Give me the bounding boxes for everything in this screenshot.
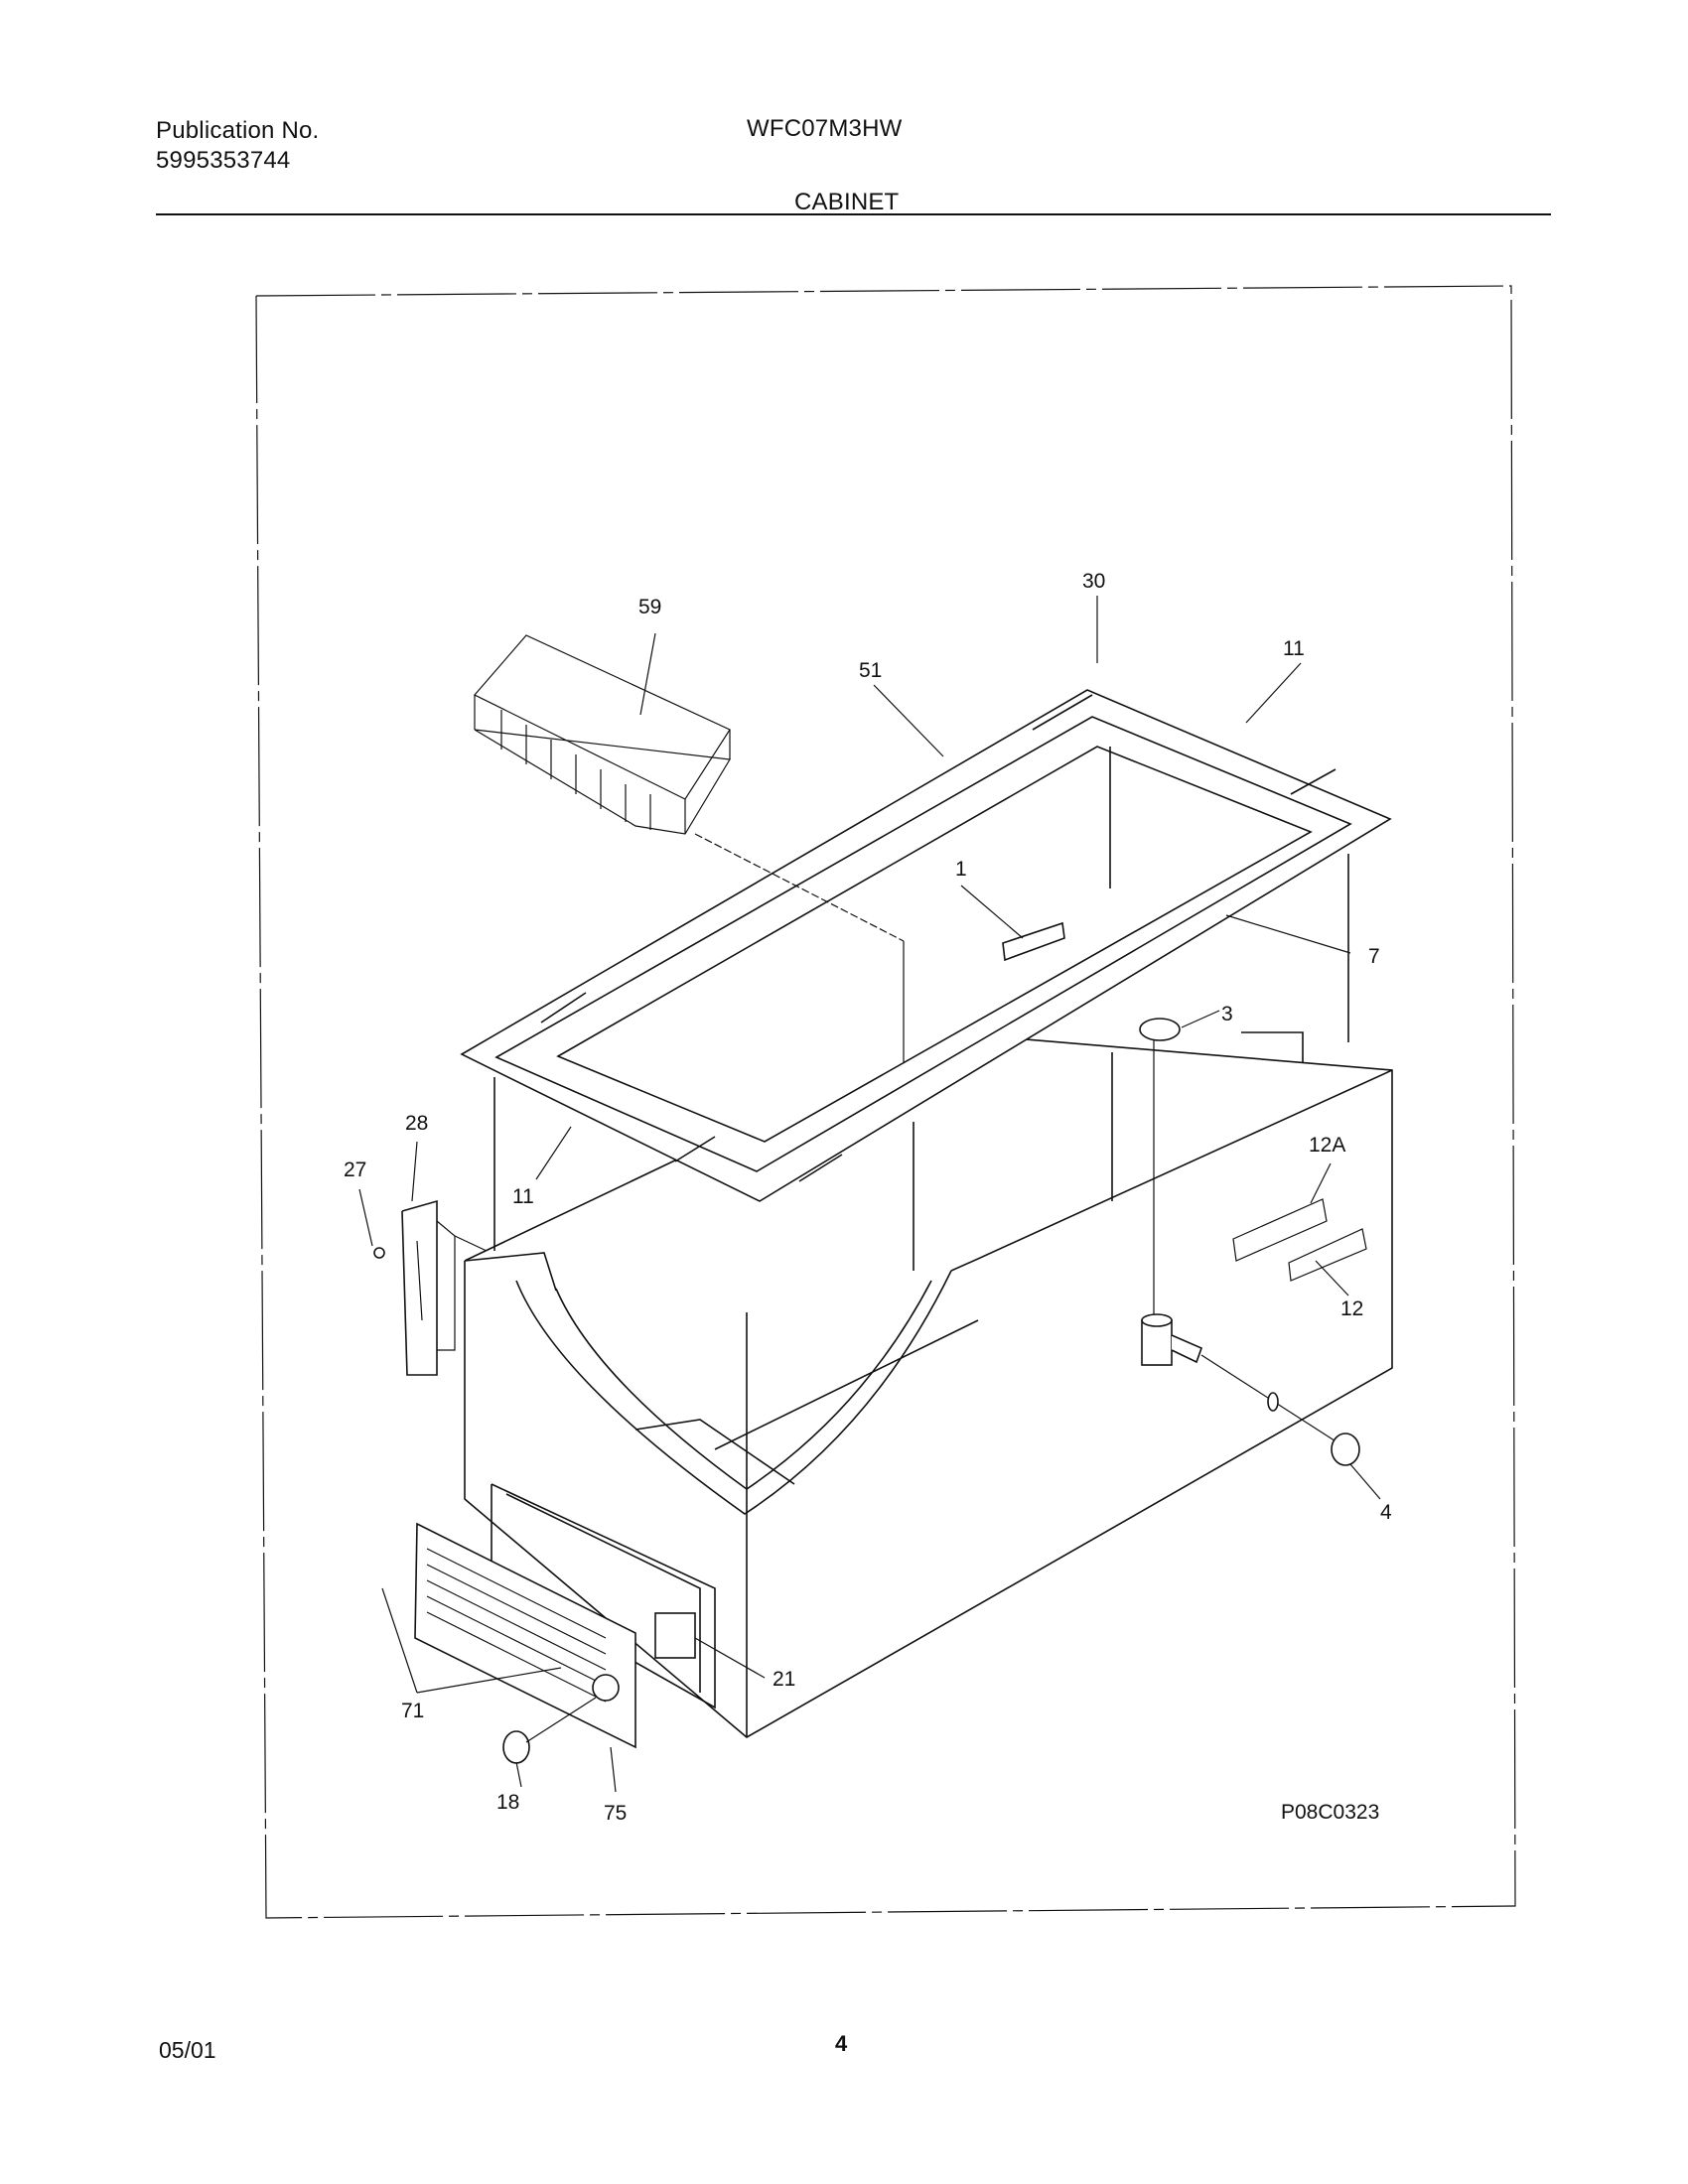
hinge-assembly bbox=[373, 1199, 488, 1376]
model-number: WFC07M3HW bbox=[747, 115, 903, 142]
callout-7: 7 bbox=[1368, 945, 1380, 968]
callout-27: 27 bbox=[344, 1159, 366, 1181]
section-title: CABINET bbox=[794, 189, 900, 215]
louver-grille bbox=[414, 1522, 696, 1764]
callout-59: 59 bbox=[638, 596, 661, 618]
callout-51: 51 bbox=[859, 659, 882, 682]
leader-lines bbox=[358, 596, 1381, 1793]
rating-labels bbox=[1232, 1198, 1367, 1282]
drain-assembly bbox=[1139, 1018, 1360, 1466]
lid-frame-gaskets bbox=[460, 689, 1392, 1271]
callout-11-left: 11 bbox=[512, 1185, 534, 1208]
callout-30: 30 bbox=[1082, 570, 1105, 593]
callout-4: 4 bbox=[1380, 1501, 1392, 1524]
callout-21: 21 bbox=[773, 1668, 795, 1691]
page-number: 4 bbox=[835, 2031, 848, 2056]
callout-12: 12 bbox=[1340, 1297, 1363, 1320]
callout-71: 71 bbox=[401, 1700, 424, 1722]
publication-label: Publication No. bbox=[156, 117, 320, 144]
callout-11-top: 11 bbox=[1283, 637, 1305, 660]
callout-1: 1 bbox=[955, 858, 967, 881]
publication-number: 5995353744 bbox=[156, 147, 291, 174]
callout-18: 18 bbox=[496, 1791, 519, 1814]
callout-75: 75 bbox=[604, 1802, 627, 1825]
callout-labels: 59 30 51 11 1 7 3 28 27 11 12A 12 4 21 7… bbox=[344, 570, 1392, 1825]
drawing-code: P08C0323 bbox=[1281, 1801, 1379, 1824]
wire-basket bbox=[474, 634, 905, 1062]
diagram-frame bbox=[255, 285, 1516, 1919]
callout-12a: 12A bbox=[1309, 1134, 1345, 1157]
footer-date: 05/01 bbox=[159, 2037, 216, 2063]
callout-3: 3 bbox=[1221, 1003, 1233, 1025]
callout-28: 28 bbox=[405, 1112, 428, 1135]
header-rule bbox=[156, 213, 1551, 215]
